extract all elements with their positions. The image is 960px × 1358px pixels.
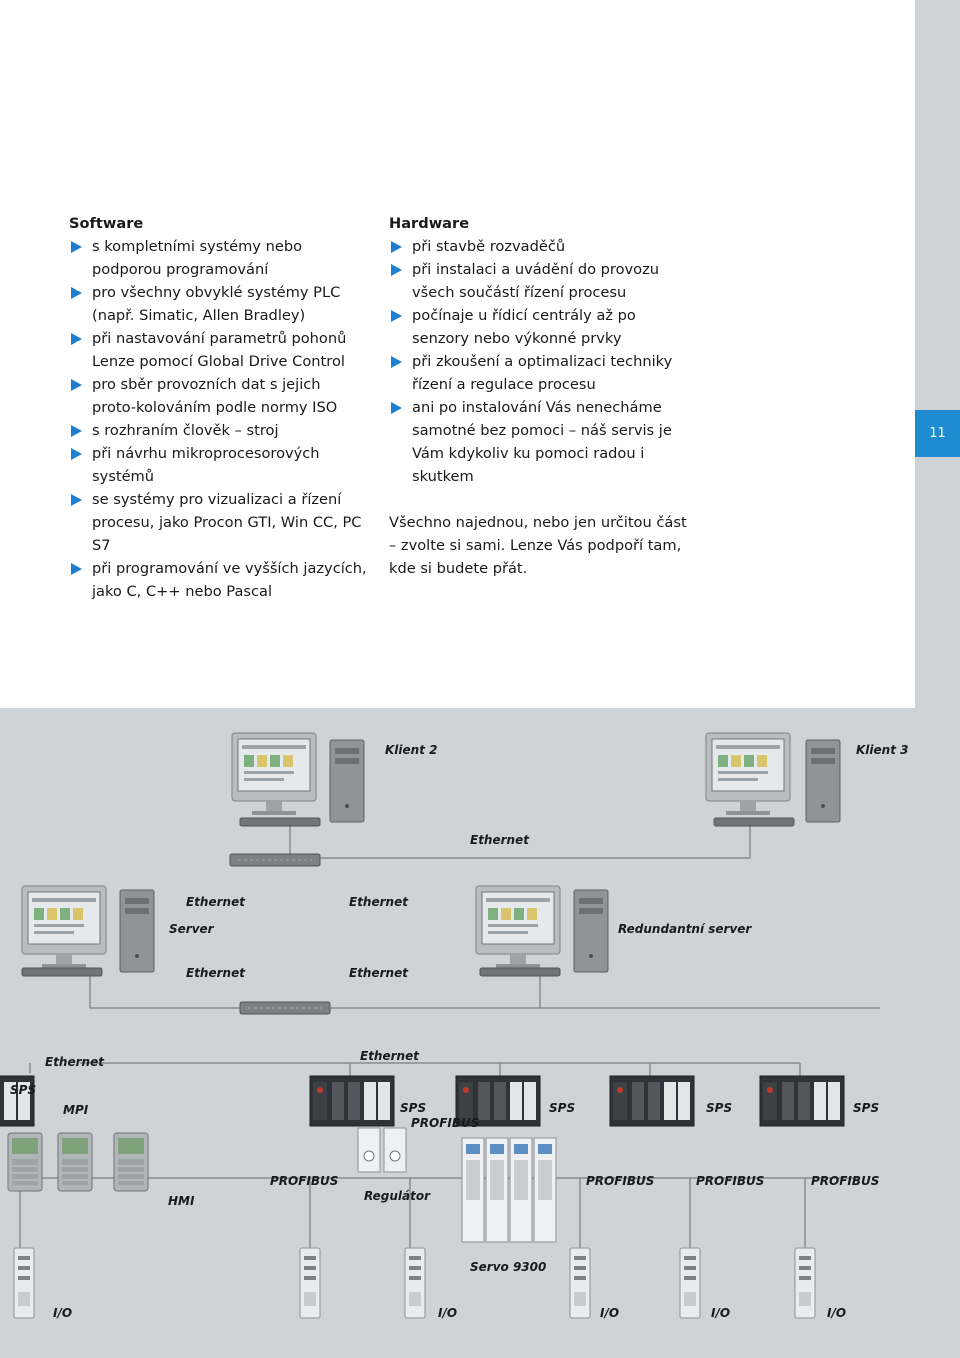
list-item: při programování ve vyšších jazycích, ja… [69,557,369,603]
label-profibus-2: PROFIBUS [270,1174,339,1188]
hardware-column: Hardware při stavbě rozvaděčů při instal… [389,212,689,580]
label-profibus-3: PROFIBUS [586,1174,655,1188]
list-item: při návrhu mikroprocesorových systémů [69,442,369,488]
bullet-arrow-icon [71,379,82,391]
bullet-arrow-icon [71,241,82,253]
label-klient-2: Klient 2 [385,743,438,757]
label-ethernet-top: Ethernet [470,833,529,847]
list-item-text: s kompletními systémy nebo podporou prog… [92,238,303,278]
list-item: při zkoušení a optimalizaci techniky říz… [389,350,689,396]
label-profibus-5: PROFIBUS [811,1174,880,1188]
list-item: se systémy pro vizualizaci a řízení proc… [69,488,369,557]
list-item-text: ani po instalování Vás nenecháme samotné… [412,399,672,485]
list-item-text: při nastavování parametrů pohonů Lenze p… [92,330,347,370]
bullet-arrow-icon [71,448,82,460]
label-hmi: HMI [168,1194,195,1208]
list-item: počínaje u řídicí centrály až po senzory… [389,304,689,350]
label-ethernet-server-4: Ethernet [349,966,408,980]
page-number-tab: 11 [915,410,960,457]
label-profibus-1: PROFIBUS [411,1116,480,1130]
label-sps-2: SPS [400,1101,427,1115]
hardware-list: při stavbě rozvaděčů při instalaci a uvá… [389,235,689,488]
list-item: ani po instalování Vás nenecháme samotné… [389,396,689,488]
label-mpi: MPI [63,1103,89,1117]
bullet-arrow-icon [71,287,82,299]
list-item-text: pro všechny obvyklé systémy PLC (např. S… [92,284,341,324]
label-regulator: Regulátor [364,1189,431,1203]
label-ethernet-plc-1: Ethernet [45,1055,104,1069]
list-item-text: se systémy pro vizualizaci a řízení proc… [92,491,362,554]
list-item: s kompletními systémy nebo podporou prog… [69,235,369,281]
bullet-arrow-icon [391,241,402,253]
label-redundant-server: Redundantní server [618,922,752,936]
label-sps-1: SPS [10,1083,37,1097]
label-ethernet-server-1: Ethernet [186,895,245,909]
software-heading: Software [69,215,144,232]
label-io-5: I/O [827,1306,847,1320]
software-column: Software s kompletními systémy nebo podp… [69,212,369,603]
label-servo: Servo 9300 [470,1260,547,1274]
list-item-text: při instalaci a uvádění do provozu všech… [412,261,660,301]
list-item-text: při stavbě rozvaděčů [412,238,566,255]
label-sps-3: SPS [549,1101,576,1115]
list-item: s rozhraním člověk – stroj [69,419,369,442]
bullet-arrow-icon [71,563,82,575]
bullet-arrow-icon [391,402,402,414]
label-io-3: I/O [600,1306,620,1320]
network-drawing [0,732,880,1319]
label-sps-4: SPS [706,1101,733,1115]
list-item-text: při programování ve vyšších jazycích, ja… [92,560,367,600]
label-profibus-4: PROFIBUS [696,1174,765,1188]
bullet-arrow-icon [71,425,82,437]
label-klient-3: Klient 3 [856,743,909,757]
list-item-text: pro sběr provozních dat s jejich proto-k… [92,376,338,416]
list-item-text: při zkoušení a optimalizaci techniky říz… [412,353,673,393]
list-item: pro sběr provozních dat s jejich proto-k… [69,373,369,419]
label-ethernet-plc-2: Ethernet [360,1049,419,1063]
hardware-heading: Hardware [389,215,470,232]
bullet-arrow-icon [71,333,82,345]
label-io-1: I/O [53,1306,73,1320]
label-sps-5: SPS [853,1101,880,1115]
list-item-text: při návrhu mikroprocesorových systémů [92,445,320,485]
label-ethernet-server-3: Ethernet [186,966,245,980]
bullet-arrow-icon [391,310,402,322]
list-item: při stavbě rozvaděčů [389,235,689,258]
page-number: 11 [929,426,946,441]
label-ethernet-server-2: Ethernet [349,895,408,909]
label-server: Server [169,922,214,936]
network-diagram: Klient 2 Klient 3 Ethernet Ethernet Ethe… [0,708,960,1358]
bullet-arrow-icon [391,264,402,276]
list-item-text: počínaje u řídicí centrály až po senzory… [412,307,636,347]
bullet-arrow-icon [71,494,82,506]
software-list: s kompletními systémy nebo podporou prog… [69,235,369,603]
side-band [915,0,960,708]
list-item: při nastavování parametrů pohonů Lenze p… [69,327,369,373]
label-io-2: I/O [438,1306,458,1320]
bullet-arrow-icon [391,356,402,368]
label-io-4: I/O [711,1306,731,1320]
list-item: pro všechny obvyklé systémy PLC (např. S… [69,281,369,327]
list-item: při instalaci a uvádění do provozu všech… [389,258,689,304]
closing-paragraph: Všechno najednou, nebo jen určitou část … [389,514,687,577]
list-item-text: s rozhraním člověk – stroj [92,422,279,439]
